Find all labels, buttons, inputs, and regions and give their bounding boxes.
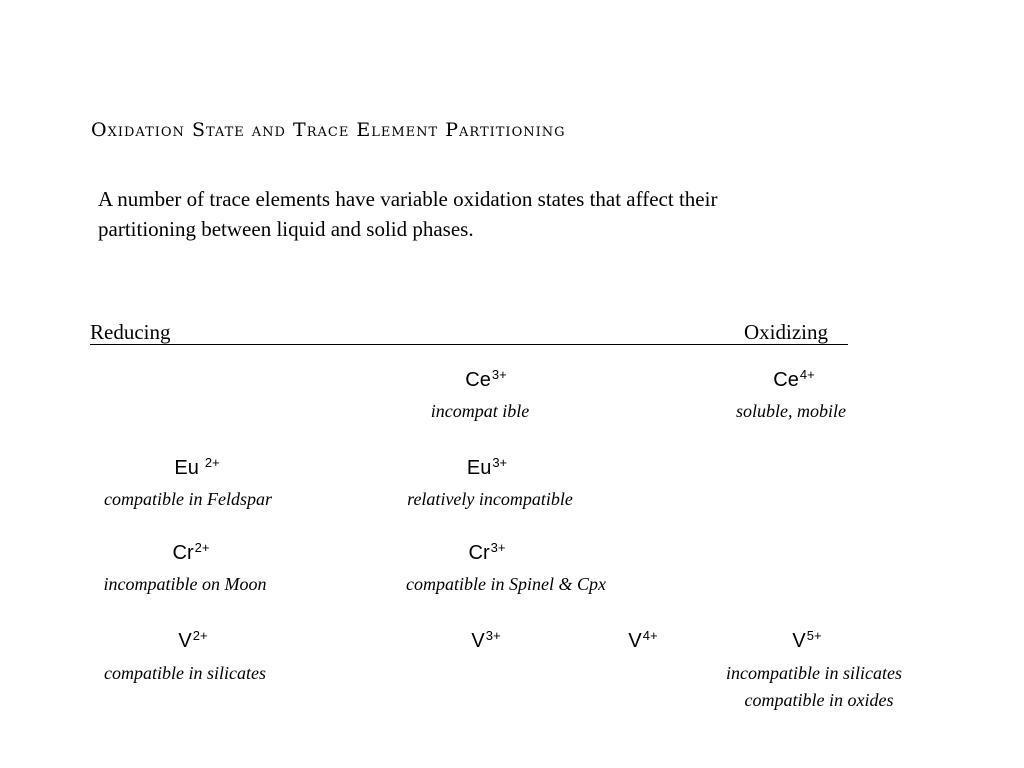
v2-description: compatible in silicates [104, 663, 266, 683]
eu2-description: compatible in Feldspar [104, 489, 272, 509]
ce4-description: soluble, mobile [736, 401, 846, 421]
ion-charge: 4+ [642, 628, 658, 643]
ion-symbol: V [471, 630, 485, 652]
ion-symbol: Eu [466, 457, 492, 479]
ion-charge: 3+ [492, 455, 508, 470]
ion-charge: 2+ [204, 455, 220, 470]
ion-symbol: Ce [465, 369, 491, 391]
ion-charge: 5+ [806, 628, 822, 643]
ion-v2: V2+ [178, 628, 208, 653]
cr2-description: incompatible on Moon [103, 574, 267, 594]
ion-eu3: Eu3+ [466, 455, 508, 480]
ion-cr2: Cr2+ [172, 540, 210, 565]
ion-eu2: Eu 2+ [174, 455, 220, 480]
slide-title: Oxidation State and Trace Element Partit… [91, 119, 566, 141]
ion-symbol: Eu [174, 457, 199, 479]
ion-symbol: Ce [773, 369, 799, 391]
ion-charge: 3+ [490, 540, 506, 555]
reducing-label: Reducing [90, 320, 171, 344]
v5-description-line2: compatible in oxides [744, 690, 894, 710]
ion-v3: V3+ [471, 628, 501, 653]
ion-charge: 3+ [485, 628, 501, 643]
ce3-description: incompat ible [430, 401, 530, 421]
oxidizing-label: Oxidizing [744, 320, 828, 344]
eu3-description: relatively incompatible [407, 489, 573, 509]
ion-symbol: V [628, 630, 642, 652]
v5-description: incompatible in silicates [726, 663, 902, 683]
cr3-description: compatible in Spinel & Cpx [406, 574, 606, 594]
ion-ce4: Ce4+ [773, 367, 815, 392]
ion-charge: 2+ [192, 628, 208, 643]
ion-v4: V4+ [628, 628, 658, 653]
ion-symbol: V [792, 630, 806, 652]
ion-symbol: V [178, 630, 192, 652]
ion-charge: 2+ [194, 540, 210, 555]
ion-charge: 3+ [491, 367, 507, 382]
ion-symbol: Cr [172, 542, 194, 564]
ion-v5: V5+ [792, 628, 822, 653]
redox-scale-line [90, 344, 848, 345]
ion-cr3: Cr3+ [468, 540, 506, 565]
ion-symbol: Cr [468, 542, 490, 564]
intro-paragraph: A number of trace elements have variable… [98, 187, 718, 241]
ion-ce3: Ce3+ [465, 367, 507, 392]
ion-charge: 4+ [799, 367, 815, 382]
